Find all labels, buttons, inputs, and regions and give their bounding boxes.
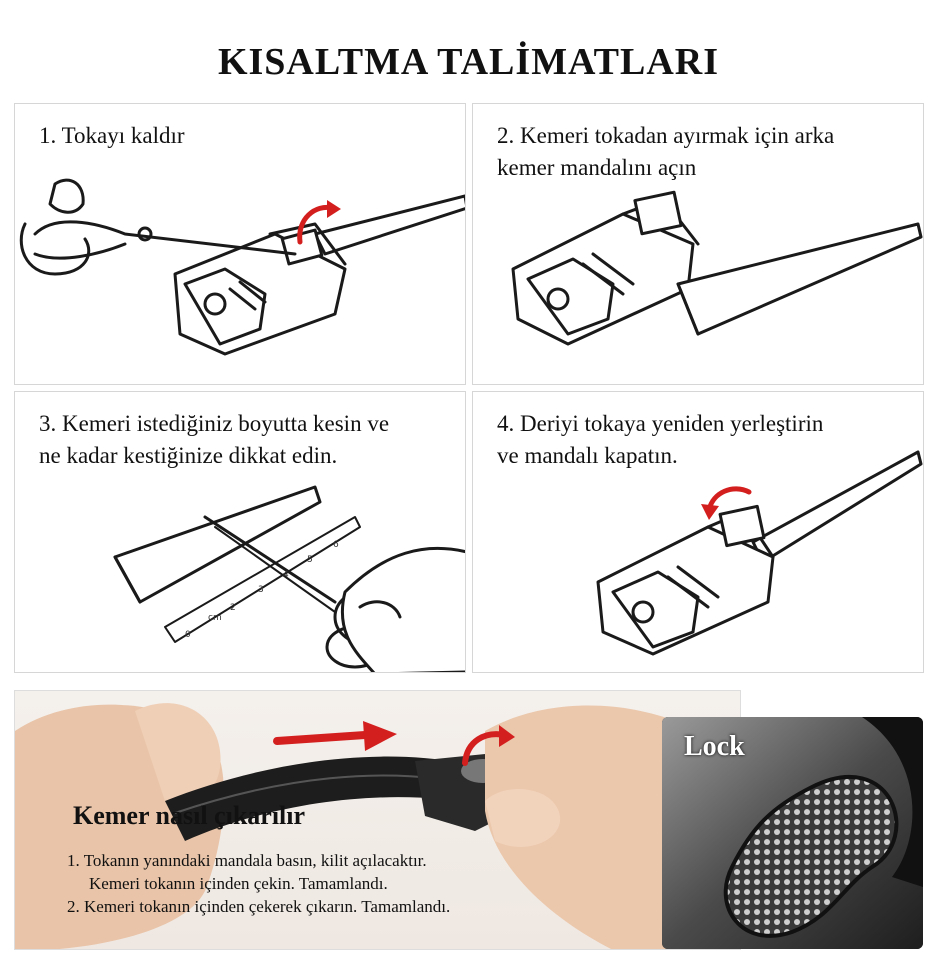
pull-arrow-icon — [273, 731, 369, 745]
step-3-panel: 3. Kemeri istediğiniz boyutta kesin ve n… — [14, 391, 466, 673]
ruler-tick-label: 6 — [333, 540, 339, 550]
ruler-tick-label: 5 — [307, 555, 313, 565]
ruler-tick-label: 0 — [185, 630, 191, 640]
step-1-panel: 1. Tokayı kaldır — [14, 103, 466, 385]
ruler-tick-label: 4 — [283, 570, 289, 580]
removal-title: Kemer nasıl çıkarılır — [73, 801, 306, 830]
lock-closeup: Lock — [662, 717, 923, 949]
step-1-illustration — [19, 178, 465, 356]
step-4-text: 4. Deriyi tokaya yeniden yerleştirin ve … — [497, 411, 824, 468]
step-4-panel: 4. Deriyi tokaya yeniden yerleştirin ve … — [472, 391, 924, 673]
removal-step-1: 1. Tokanın yanındaki mandala basın, kili… — [67, 851, 427, 870]
ruler-ticks: 0 cm 2 3 4 5 6 — [185, 540, 339, 640]
step-2-text: 2. Kemeri tokadan ayırmak için arka keme… — [497, 123, 835, 180]
step-2-illustration — [511, 190, 923, 346]
ruler-tick-label: 3 — [258, 585, 264, 595]
removal-photo: Kemer nasıl çıkarılır 1. Tokanın yanında… — [14, 690, 741, 950]
removal-step-2: 2. Kemeri tokanın içinden çekerek çıkarı… — [67, 897, 451, 916]
step-2-panel: 2. Kemeri tokadan ayırmak için arka keme… — [472, 103, 924, 385]
step-3-text: 3. Kemeri istediğiniz boyutta kesin ve n… — [39, 411, 390, 468]
lock-latch-illustration — [662, 717, 923, 949]
removal-steps: 1. Tokanın yanındaki mandala basın, kili… — [67, 849, 707, 918]
step-4-illustration — [596, 450, 923, 656]
page-title: KISALTMA TALİMATLARI — [217, 41, 720, 83]
removal-step-1-cont: Kemeri tokanın içinden çekin. Tamamlandı… — [89, 874, 388, 893]
step-3-illustration: 0 cm 2 3 4 5 6 — [113, 485, 465, 672]
ruler-unit-label: cm — [208, 613, 222, 623]
lock-label: Lock — [684, 731, 745, 762]
step-1-text: 1. Tokayı kaldır — [39, 123, 185, 148]
ruler-tick-label: 2 — [230, 603, 236, 613]
